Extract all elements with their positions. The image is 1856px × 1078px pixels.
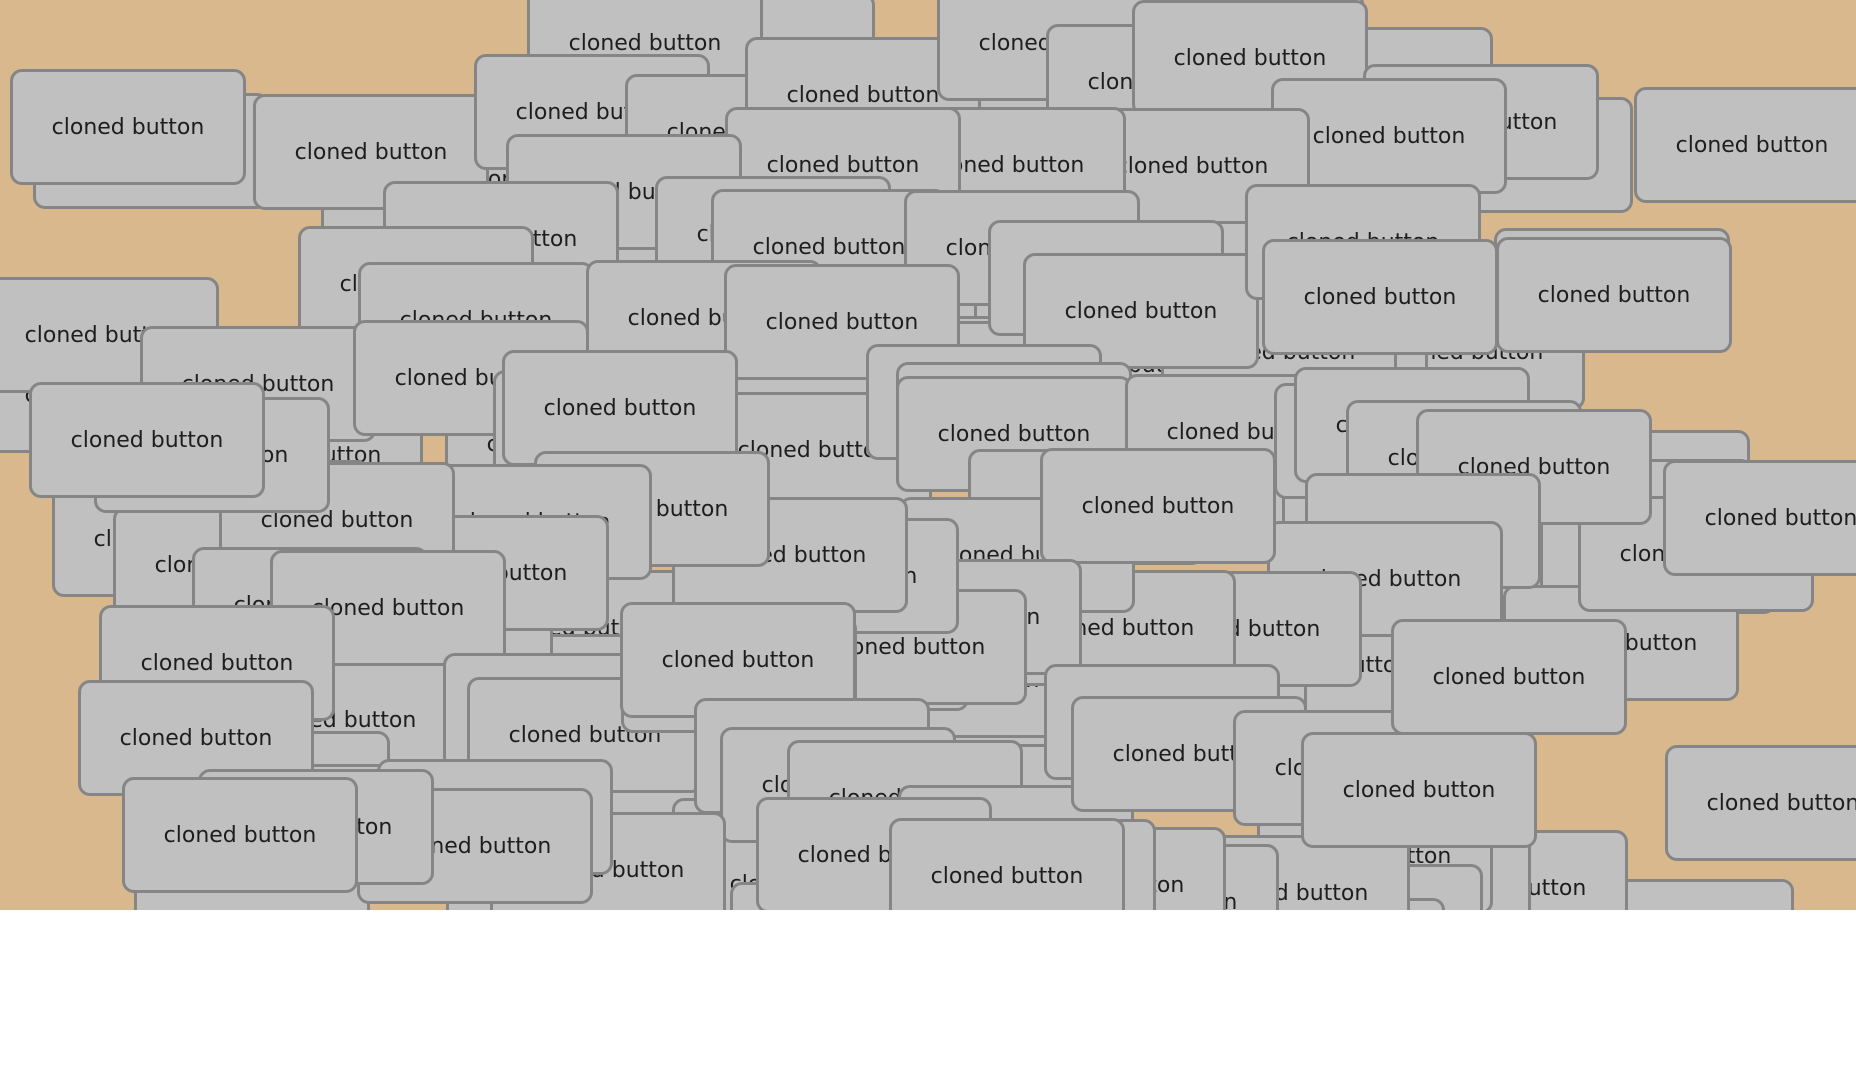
cloned-button[interactable]: cloned button: [1634, 87, 1856, 203]
cloned-button[interactable]: cloned button: [1262, 239, 1498, 355]
cloned-button[interactable]: cloned button: [1271, 78, 1507, 194]
cloned-button[interactable]: cloned button: [896, 376, 1132, 492]
cloned-button[interactable]: cloned button: [1665, 745, 1856, 861]
cloned-button[interactable]: cloned button: [10, 69, 246, 185]
cloned-button[interactable]: cloned button: [1301, 732, 1537, 848]
cloned-button[interactable]: cloned button: [122, 777, 358, 893]
cloned-button[interactable]: cloned button: [78, 680, 314, 796]
page-bottom-strip: [0, 910, 1856, 1078]
cloned-button[interactable]: cloned button: [1391, 619, 1627, 735]
cloned-button[interactable]: cloned button: [253, 94, 489, 210]
cloned-button[interactable]: cloned button: [1663, 460, 1856, 576]
cloned-button[interactable]: cloned button: [502, 350, 738, 466]
cloned-button[interactable]: cloned button: [29, 382, 265, 498]
cloned-button[interactable]: cloned button: [1496, 237, 1732, 353]
cloned-button[interactable]: cloned button: [1040, 448, 1276, 564]
